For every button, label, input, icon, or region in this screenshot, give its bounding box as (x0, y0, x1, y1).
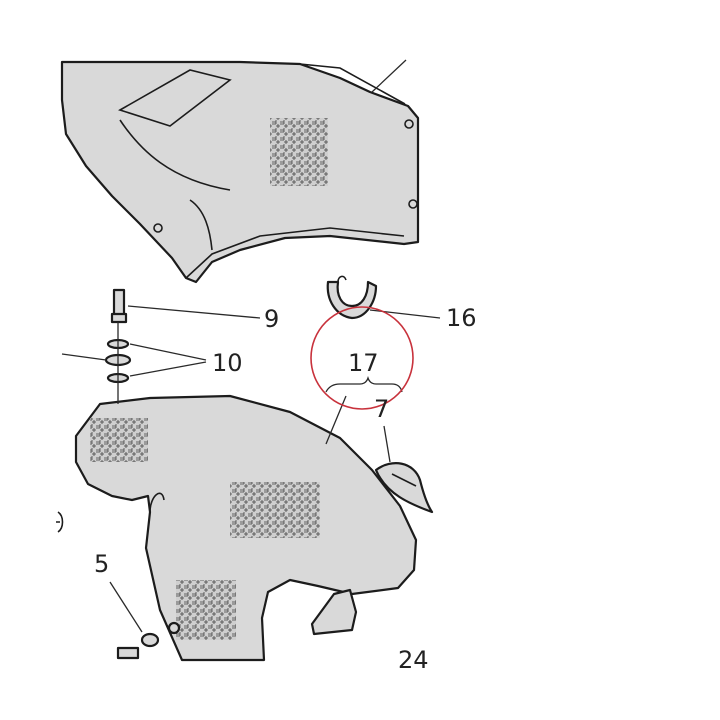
hook-tab (310, 588, 358, 636)
callout-10: 10 (212, 349, 243, 377)
leader-lines (61, 305, 441, 633)
texture-patch (176, 580, 236, 640)
partial-symbol (56, 511, 64, 533)
highlight-circle (310, 306, 414, 410)
upper-fairing-panel (60, 59, 420, 284)
callout-17: 17 (348, 349, 379, 377)
lower-fairing-panel (74, 394, 418, 662)
washers (104, 322, 132, 404)
emblem-badge (374, 462, 434, 514)
bolt (110, 288, 128, 324)
retaining-clip (326, 275, 378, 320)
texture-patch (230, 482, 320, 538)
texture-patch (90, 418, 148, 462)
callout-9: 9 (264, 305, 279, 333)
mounting-hole (408, 199, 418, 209)
texture-patch (270, 118, 328, 186)
screw (116, 621, 181, 660)
callout-24: 24 (398, 646, 429, 674)
callout-5: 5 (94, 550, 109, 578)
callout-16: 16 (446, 304, 477, 332)
bracket-17 (325, 375, 403, 393)
callout-7: 7 (374, 395, 389, 423)
mounting-hole (153, 223, 163, 233)
mounting-hole (404, 119, 414, 129)
